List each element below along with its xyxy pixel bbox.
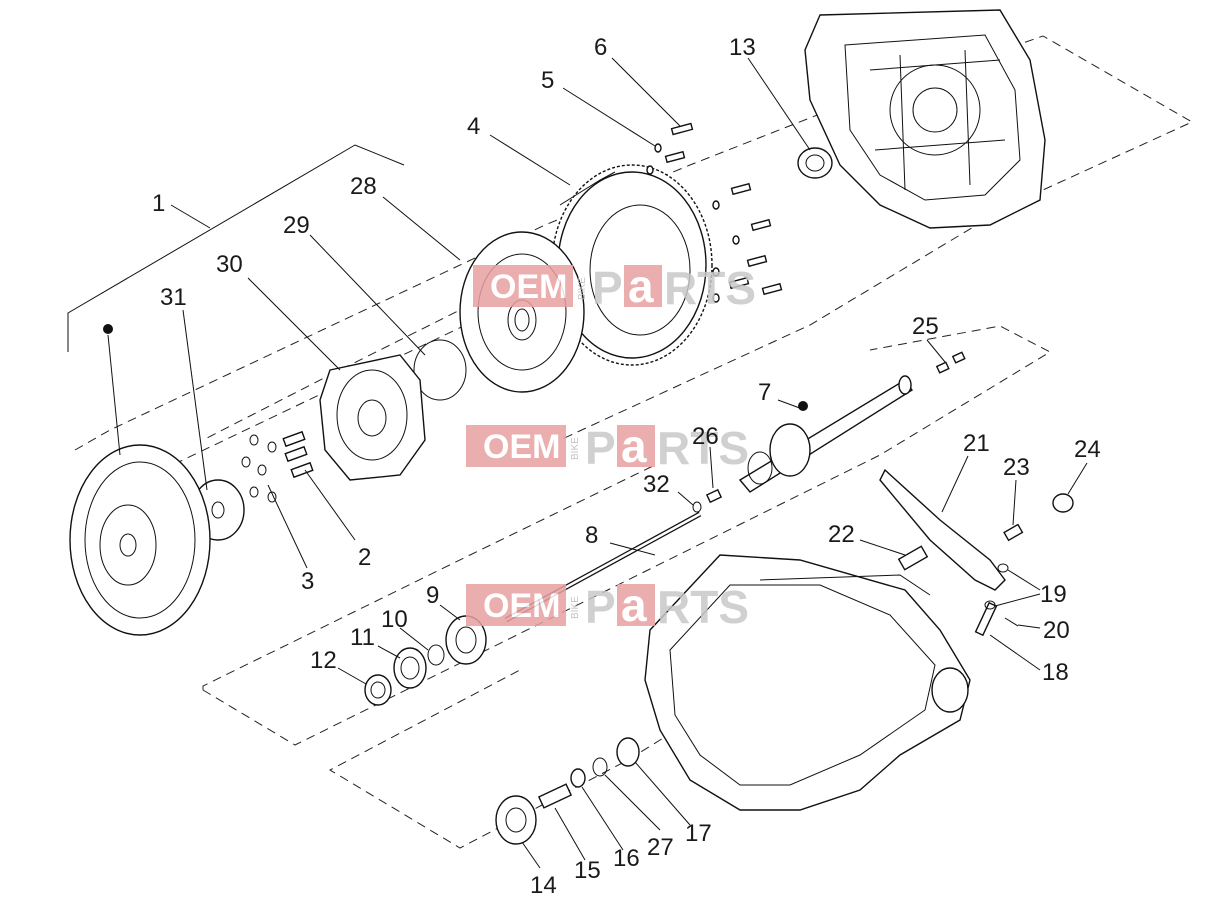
callout-8: 8 [585,522,598,549]
split-pin-20 [1004,617,1019,627]
pin-23 [1003,523,1024,542]
callout-2: 2 [358,544,371,571]
callout-11: 11 [350,624,375,651]
clutch-disc-28 [459,231,585,393]
callout-29: 29 [283,212,310,239]
bushing-17 [616,737,640,767]
svg-text:a: a [621,579,647,631]
circlip-10 [427,644,445,666]
callout-5: 5 [541,67,554,94]
shaft-15 [537,783,573,809]
callout-10: 10 [381,606,408,633]
svg-text:a: a [628,260,654,312]
gearbox-housing [644,554,971,811]
watermark-top: OEM BIKE P a RTS [473,260,756,314]
bearing-11 [393,647,427,689]
pressure-plate-30 [319,354,426,481]
spring-22 [897,545,929,571]
bolts-2 [282,430,314,479]
svg-text:a: a [621,420,647,472]
note-dot-1 [103,324,113,334]
assembly-bracket-1 [67,144,405,352]
callout-23: 23 [1003,454,1030,481]
callout-30: 30 [216,251,243,278]
callout-7: 7 [758,379,771,406]
callout-17: 17 [685,820,712,847]
snap-ring-29 [413,339,467,401]
callout-14: 14 [530,872,557,899]
watermark-bottom: OEM BIKE P a RTS [466,579,749,633]
washer-16 [570,768,586,788]
callout-9: 9 [426,582,439,609]
callout-18: 18 [1042,659,1069,686]
svg-text:BIKE: BIKE [577,277,588,300]
svg-text:RTS: RTS [664,262,756,314]
washer-32 [692,501,702,513]
callout-4: 4 [467,113,480,140]
svg-text:OEM: OEM [483,428,560,466]
pin-26 [705,488,723,504]
primary-shaft-7 [738,375,913,493]
callout-13: 13 [729,34,756,61]
callout-15: 15 [574,857,601,884]
callout-22: 22 [828,521,855,548]
callout-16: 16 [613,845,640,872]
svg-text:RTS: RTS [657,422,749,474]
housing-nut-13 [797,147,833,179]
washer-19 [984,563,1009,610]
svg-text:OEM: OEM [490,268,567,306]
clutch-housing-cover [804,9,1046,229]
svg-text:OEM: OEM [483,587,560,625]
svg-text:BIKE: BIKE [570,596,581,619]
svg-text:P: P [592,262,623,314]
callout-3: 3 [301,568,314,595]
pin-18 [974,601,998,637]
callout-20: 20 [1043,617,1070,644]
leader-lines [107,57,1088,869]
callout-28: 28 [350,173,377,200]
callout-31: 31 [160,284,187,311]
svg-text:P: P [585,581,616,633]
svg-text:P: P [585,422,616,474]
callout-32: 32 [643,471,670,498]
callout-1: 1 [152,190,165,217]
washers-3 [241,434,277,503]
release-lever-21 [879,468,1006,591]
svg-text:BIKE: BIKE [570,437,581,460]
callout-26: 26 [692,423,719,450]
svg-text:RTS: RTS [657,581,749,633]
clutch-assembly-1 [69,444,211,636]
nut-24 [1052,493,1074,513]
pins-25 [935,351,966,374]
watermark-middle: OEM BIKE P a RTS [466,420,749,474]
circlip-27 [592,757,608,777]
seal-12 [364,674,392,706]
callout-21: 21 [963,430,990,457]
callout-25: 25 [912,313,939,340]
callout-6: 6 [594,34,607,61]
bearing-14 [495,795,537,845]
callout-24: 24 [1074,436,1101,463]
callout-27: 27 [647,834,674,861]
callout-labels: 1 2 3 4 5 6 7 8 9 10 11 12 13 14 15 16 1… [152,34,1101,899]
flywheel-bolts [646,122,783,303]
callout-12: 12 [310,647,337,674]
callout-19: 19 [1040,581,1067,608]
